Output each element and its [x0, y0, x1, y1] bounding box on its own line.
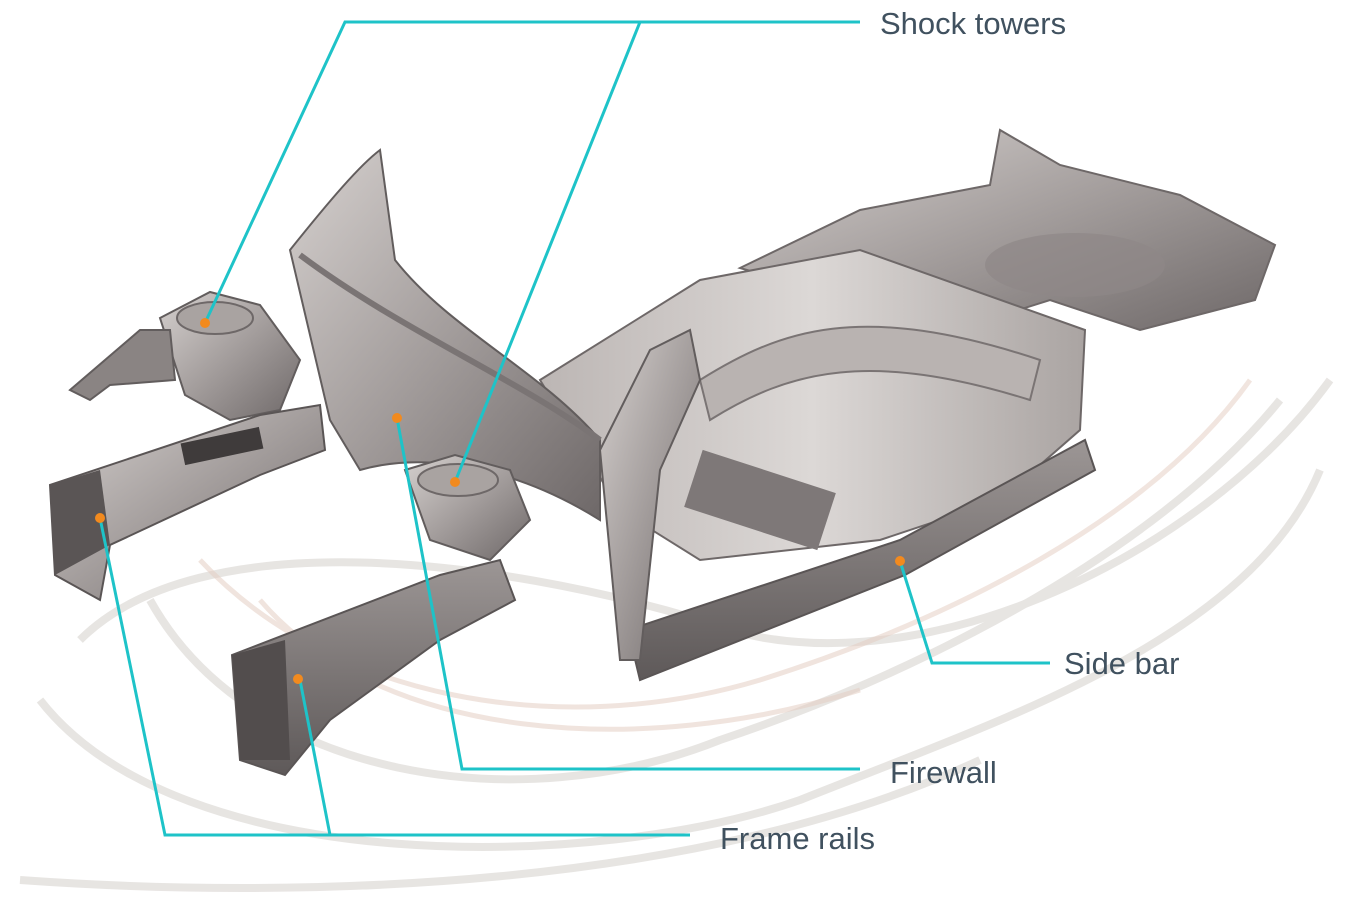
- marker-dot-shock-tower-right: [450, 477, 460, 487]
- leader-lines: [98, 20, 1050, 837]
- leader-line-frame-rails-2: [298, 679, 332, 836]
- leader-line-shock-towers-right: [453, 21, 642, 483]
- marker-dot-shock-tower-left: [200, 318, 210, 328]
- car-body-in-white-illustration: [48, 128, 1277, 777]
- leader-line-side-bar: [898, 560, 1050, 665]
- leader-line-shock-towers-left: [203, 20, 860, 324]
- marker-dot-firewall: [392, 413, 402, 423]
- marker-dots: [95, 318, 905, 684]
- leader-line-firewall: [395, 417, 860, 771]
- callout-side-bar: Side bar: [1064, 646, 1180, 681]
- marker-dot-frame-rail-right: [293, 674, 303, 684]
- callout-frame-rails: Frame rails: [720, 821, 876, 856]
- marker-dot-frame-rail-left: [95, 513, 105, 523]
- leader-line-frame-rails: [98, 517, 690, 837]
- callout-shock-towers: Shock towers: [880, 6, 1067, 41]
- marker-dot-side-bar: [895, 556, 905, 566]
- callout-firewall: Firewall: [890, 755, 997, 790]
